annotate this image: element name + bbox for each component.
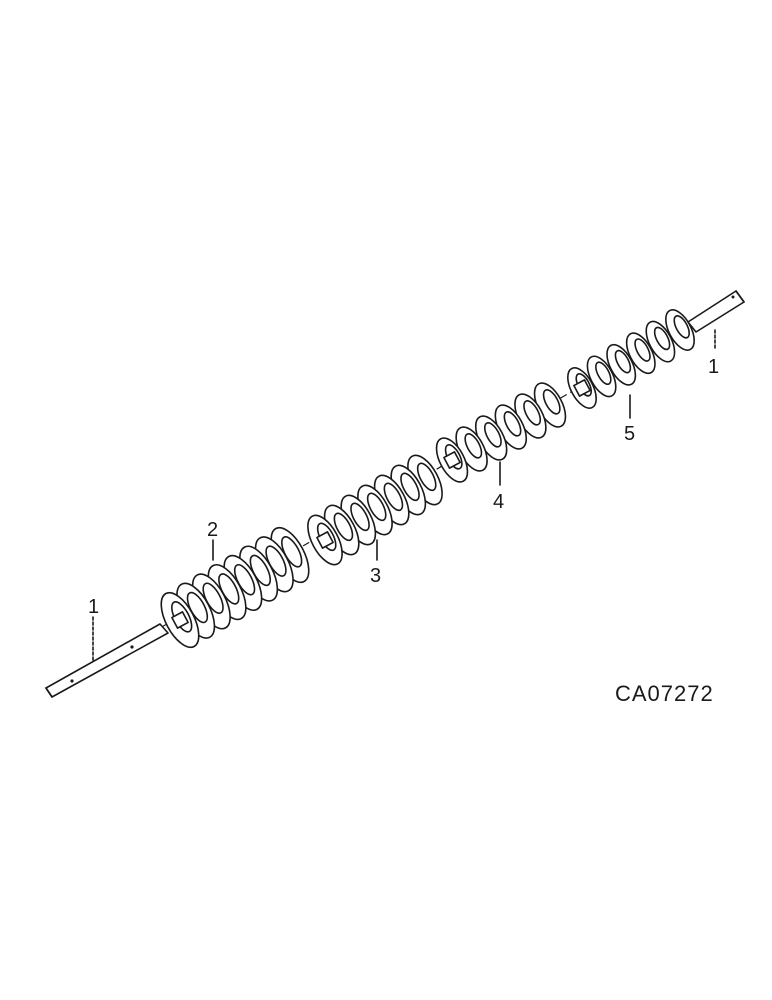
square-bore (171, 611, 189, 629)
square-bore (573, 379, 591, 397)
auger-flight-inner (653, 326, 671, 351)
auger-flight-inner (542, 389, 561, 415)
auger-flight-inner (634, 338, 651, 362)
auger-flight-inner (483, 422, 502, 448)
auger-section-2 (160, 526, 310, 649)
auger-section-4 (435, 382, 567, 483)
callout-1-left: 1 (88, 596, 99, 618)
callout-2: 2 (207, 519, 218, 541)
auger-flight-inner (595, 361, 612, 386)
leader-lines (92, 329, 716, 661)
auger-flight-inner (614, 349, 632, 374)
figure-code: CA07272 (615, 681, 714, 706)
auger-section-5 (567, 309, 695, 409)
auger-section-3 (307, 454, 443, 566)
auger-flight-inner (673, 315, 690, 339)
auger-flight-inner (383, 482, 404, 512)
callout-4: 4 (493, 491, 504, 513)
auger-flight-inner (350, 502, 370, 532)
shaft-left (45, 623, 169, 698)
callout-3: 3 (370, 565, 381, 587)
auger-flight-inner (333, 512, 354, 542)
auger-flight-inner (416, 462, 437, 492)
square-bore (316, 531, 334, 549)
auger-flight-inner (503, 411, 522, 437)
callout-1-right: 1 (708, 356, 719, 378)
shaft-right (687, 290, 745, 333)
auger-flight-inner (464, 433, 483, 459)
callout-5: 5 (624, 423, 635, 445)
square-bore (443, 451, 461, 469)
auger-flight-inner (523, 400, 542, 426)
auger-flight-inner (366, 492, 387, 522)
auger-flight-inner (400, 472, 420, 502)
